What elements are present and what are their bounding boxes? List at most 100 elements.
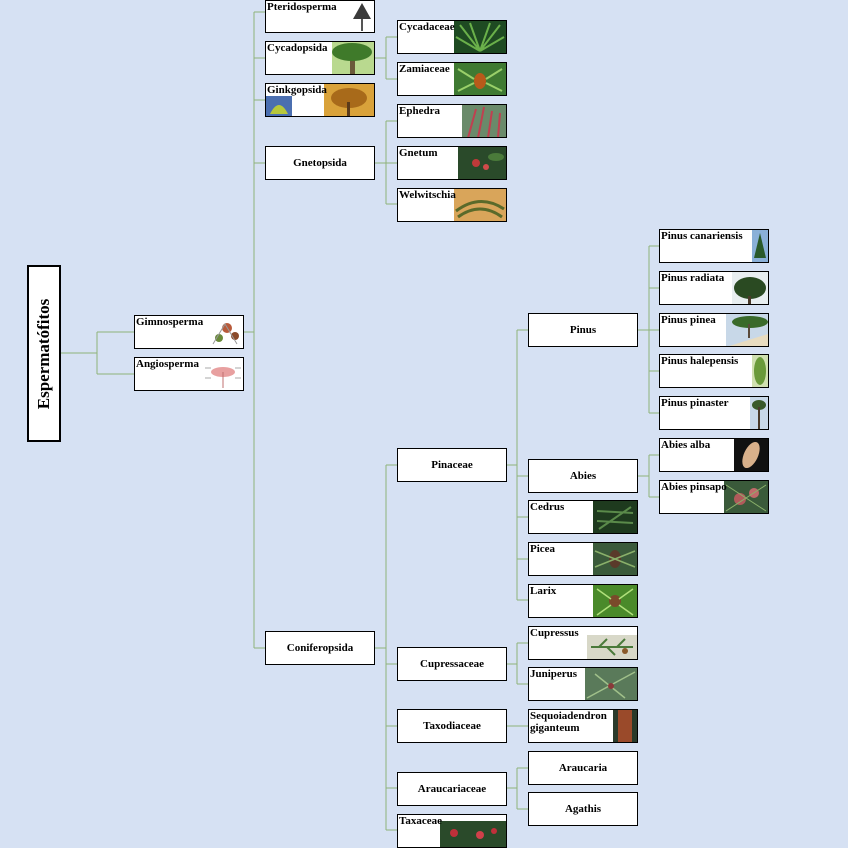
node-abies[interactable]: Abies <box>528 459 638 493</box>
ginkgo-leaf-image <box>266 96 292 116</box>
cycad-palm-image <box>332 42 374 74</box>
node-label: Angiosperma <box>136 358 199 370</box>
node-label: Pinus pinea <box>661 314 716 326</box>
connector-araucariaceae <box>507 767 528 810</box>
node-label: Juniperus <box>530 668 578 680</box>
connector-cupressaceae <box>507 642 528 685</box>
gymnosperm-diagram-image <box>212 323 239 345</box>
welwitschia-plant-image <box>454 189 506 221</box>
node-label: Agathis <box>564 803 602 815</box>
connector-gimnosperma <box>244 11 265 649</box>
node-gimnosperma[interactable]: Gimnosperma <box>134 315 244 349</box>
node-pinus-canariensis[interactable]: Pinus canariensis <box>659 229 769 263</box>
node-label: Pteridosperma <box>267 1 337 13</box>
picea-branch-image <box>593 543 637 575</box>
node-label: Cupressus <box>530 627 579 639</box>
node-label: Coniferopsida <box>286 642 354 654</box>
node-zamiaceae[interactable]: Zamiaceae <box>397 62 507 96</box>
node-label: Sequoiadendron giganteum <box>530 710 607 734</box>
connector-gnetopsida <box>375 120 397 205</box>
node-cycadaceae[interactable]: Cycadaceae <box>397 20 507 54</box>
node-araucaria[interactable]: Araucaria <box>528 751 638 785</box>
node-araucariaceae[interactable]: Araucariaceae <box>397 772 507 806</box>
node-taxodiaceae[interactable]: Taxodiaceae <box>397 709 507 743</box>
node-sequoiadendron[interactable]: Sequoiadendron giganteum <box>528 709 638 743</box>
connector-abies <box>638 454 659 498</box>
node-label: Pinus halepensis <box>661 355 739 367</box>
ginkgo-tree-image <box>324 84 374 116</box>
flower-diagram-image <box>205 367 241 388</box>
node-cupressaceae[interactable]: Cupressaceae <box>397 647 507 681</box>
node-label: Cycadaceae <box>399 21 455 33</box>
node-label: Araucaria <box>558 762 608 774</box>
juniperus-branch-image <box>585 668 637 700</box>
connector-cycadopsida <box>375 36 397 80</box>
node-gnetum[interactable]: Gnetum <box>397 146 507 180</box>
abies-alba-cone-image <box>734 439 768 471</box>
node-pinus-halepensis[interactable]: Pinus halepensis <box>659 354 769 388</box>
node-label: Pinaceae <box>431 459 473 471</box>
cupressus-branch-image <box>587 635 637 659</box>
node-label: Zamiaceae <box>399 63 450 75</box>
node-ginkgopsida[interactable]: Ginkgopsida <box>265 83 375 117</box>
node-pteridosperma[interactable]: Pteridosperma <box>265 0 375 33</box>
root-node-espermatofitos[interactable]: Espermatófitos <box>27 265 61 442</box>
node-label: Taxaceae <box>399 815 442 827</box>
node-label: Ephedra <box>399 105 440 117</box>
node-label: Pinus radiata <box>661 272 725 284</box>
node-abies-pinsapo[interactable]: Abies pinsapo <box>659 480 769 514</box>
node-taxaceae[interactable]: Taxaceae <box>397 814 507 848</box>
node-pinus-radiata[interactable]: Pinus radiata <box>659 271 769 305</box>
node-label: Gnetum <box>399 147 438 159</box>
node-gnetopsida[interactable]: Gnetopsida <box>265 146 375 180</box>
node-cupressus[interactable]: Cupressus <box>528 626 638 660</box>
node-label: Cedrus <box>530 501 565 513</box>
node-larix[interactable]: Larix <box>528 584 638 618</box>
node-juniperus[interactable]: Juniperus <box>528 667 638 701</box>
node-agathis[interactable]: Agathis <box>528 792 638 826</box>
node-label: Ginkgopsida <box>267 84 327 96</box>
node-label: Cupressaceae <box>420 658 484 670</box>
node-abies-alba[interactable]: Abies alba <box>659 438 769 472</box>
root-label: Espermatófitos <box>34 298 53 409</box>
node-label: Abies <box>569 470 597 482</box>
node-pinaceae[interactable]: Pinaceae <box>397 448 507 482</box>
ephedra-plant-image <box>462 105 506 137</box>
node-pinus-pinaster[interactable]: Pinus pinaster <box>659 396 769 430</box>
node-label: Gnetopsida <box>293 157 347 169</box>
connector-pinaceae <box>507 329 528 601</box>
connector-root <box>61 331 134 375</box>
zamiaceae-plant-image <box>454 63 506 95</box>
node-angiosperma[interactable]: Angiosperma <box>134 357 244 391</box>
node-label: Abies pinsapo <box>661 481 727 493</box>
taxaceae-plant-image <box>440 821 506 847</box>
larix-cone-image <box>593 585 637 617</box>
connector-pinus <box>638 245 659 414</box>
pinus-pinaster-tree-image <box>750 397 768 429</box>
node-label: Araucariaceae <box>417 783 487 795</box>
pinus-halepensis-tree-image <box>752 355 768 387</box>
node-welwitschia[interactable]: Welwitschia <box>397 188 507 222</box>
pinus-canariensis-tree-image <box>752 230 768 262</box>
node-label: Larix <box>530 585 557 597</box>
node-ephedra[interactable]: Ephedra <box>397 104 507 138</box>
node-pinus[interactable]: Pinus <box>528 313 638 347</box>
node-label: Taxodiaceae <box>423 720 481 732</box>
node-label: Gimnosperma <box>136 316 204 328</box>
connector-coniferopsida <box>375 464 397 831</box>
node-pinus-pinea[interactable]: Pinus pinea <box>659 313 769 347</box>
cycadaceae-plant-image <box>454 21 506 53</box>
sequoia-trunk-image <box>613 710 637 742</box>
node-picea[interactable]: Picea <box>528 542 638 576</box>
node-cycadopsida[interactable]: Cycadopsida <box>265 41 375 75</box>
node-label: Picea <box>530 543 556 555</box>
node-label: Pinus <box>569 324 597 336</box>
cedrus-needles-image <box>593 501 637 533</box>
node-label: Cycadopsida <box>267 42 328 54</box>
node-label: Welwitschia <box>399 189 456 201</box>
node-coniferopsida[interactable]: Coniferopsida <box>265 631 375 665</box>
node-cedrus[interactable]: Cedrus <box>528 500 638 534</box>
pinus-radiata-tree-image <box>732 272 768 304</box>
pinus-pinea-tree-image <box>726 314 768 346</box>
node-label: Pinus pinaster <box>661 397 729 409</box>
